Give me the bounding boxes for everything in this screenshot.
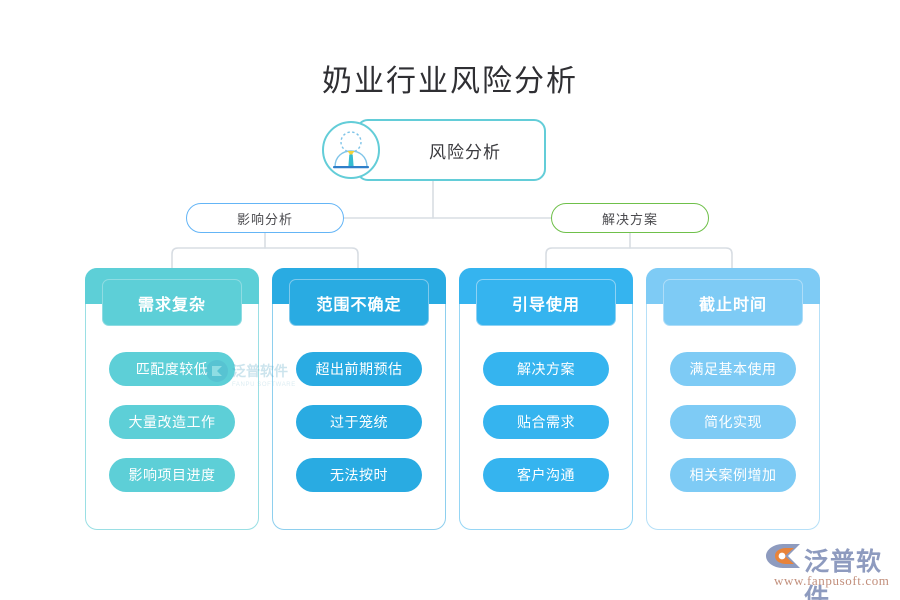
- branch-node-solution[interactable]: 解决方案: [551, 203, 709, 233]
- brand-logo: 泛普软件 www.fanpusoft.com: [764, 541, 892, 600]
- list-item[interactable]: 贴合需求: [483, 405, 609, 439]
- column-card-2[interactable]: 引导使用 解决方案 贴合需求 客户沟通: [459, 268, 633, 530]
- list-item[interactable]: 简化实现: [670, 405, 796, 439]
- card-item-list: 解决方案 贴合需求 客户沟通: [459, 352, 633, 492]
- fanpu-logo-mark: [766, 544, 800, 568]
- column-card-0[interactable]: 需求复杂 匹配度较低 大量改造工作 影响项目进度: [85, 268, 259, 530]
- card-header-label[interactable]: 需求复杂: [102, 279, 242, 326]
- root-node-box[interactable]: 风险分析: [356, 119, 546, 181]
- branch-node-label: 影响分析: [236, 211, 293, 227]
- branch-node-impact-analysis[interactable]: 影响分析: [186, 203, 344, 233]
- list-item[interactable]: 过于笼统: [296, 405, 422, 439]
- list-item[interactable]: 无法按时: [296, 458, 422, 492]
- list-item[interactable]: 相关案例增加: [670, 458, 796, 492]
- column-card-1[interactable]: 范围不确定 超出前期预估 过于笼统 无法按时: [272, 268, 446, 530]
- person-avatar-icon: [322, 121, 380, 179]
- card-header-label[interactable]: 范围不确定: [289, 279, 429, 326]
- list-item[interactable]: 匹配度较低: [109, 352, 235, 386]
- list-item[interactable]: 大量改造工作: [109, 405, 235, 439]
- brand-url: www.fanpusoft.com: [774, 573, 890, 588]
- root-node-label: 风险分析: [429, 142, 501, 162]
- branch-node-label: 解决方案: [601, 211, 658, 227]
- list-item[interactable]: 解决方案: [483, 352, 609, 386]
- card-header-label[interactable]: 截止时间: [663, 279, 803, 326]
- column-card-3[interactable]: 截止时间 满足基本使用 简化实现 相关案例增加: [646, 268, 820, 530]
- brand-name: 泛普软件: [804, 548, 883, 600]
- card-item-list: 匹配度较低 大量改造工作 影响项目进度: [85, 352, 259, 492]
- card-item-list: 超出前期预估 过于笼统 无法按时: [272, 352, 446, 492]
- page-title: 奶业行业风险分析: [322, 65, 578, 98]
- card-header-label[interactable]: 引导使用: [476, 279, 616, 326]
- card-item-list: 满足基本使用 简化实现 相关案例增加: [646, 352, 820, 492]
- root-node[interactable]: 风险分析: [322, 119, 546, 181]
- list-item[interactable]: 超出前期预估: [296, 352, 422, 386]
- list-item[interactable]: 客户沟通: [483, 458, 609, 492]
- list-item[interactable]: 影响项目进度: [109, 458, 235, 492]
- list-item[interactable]: 满足基本使用: [670, 352, 796, 386]
